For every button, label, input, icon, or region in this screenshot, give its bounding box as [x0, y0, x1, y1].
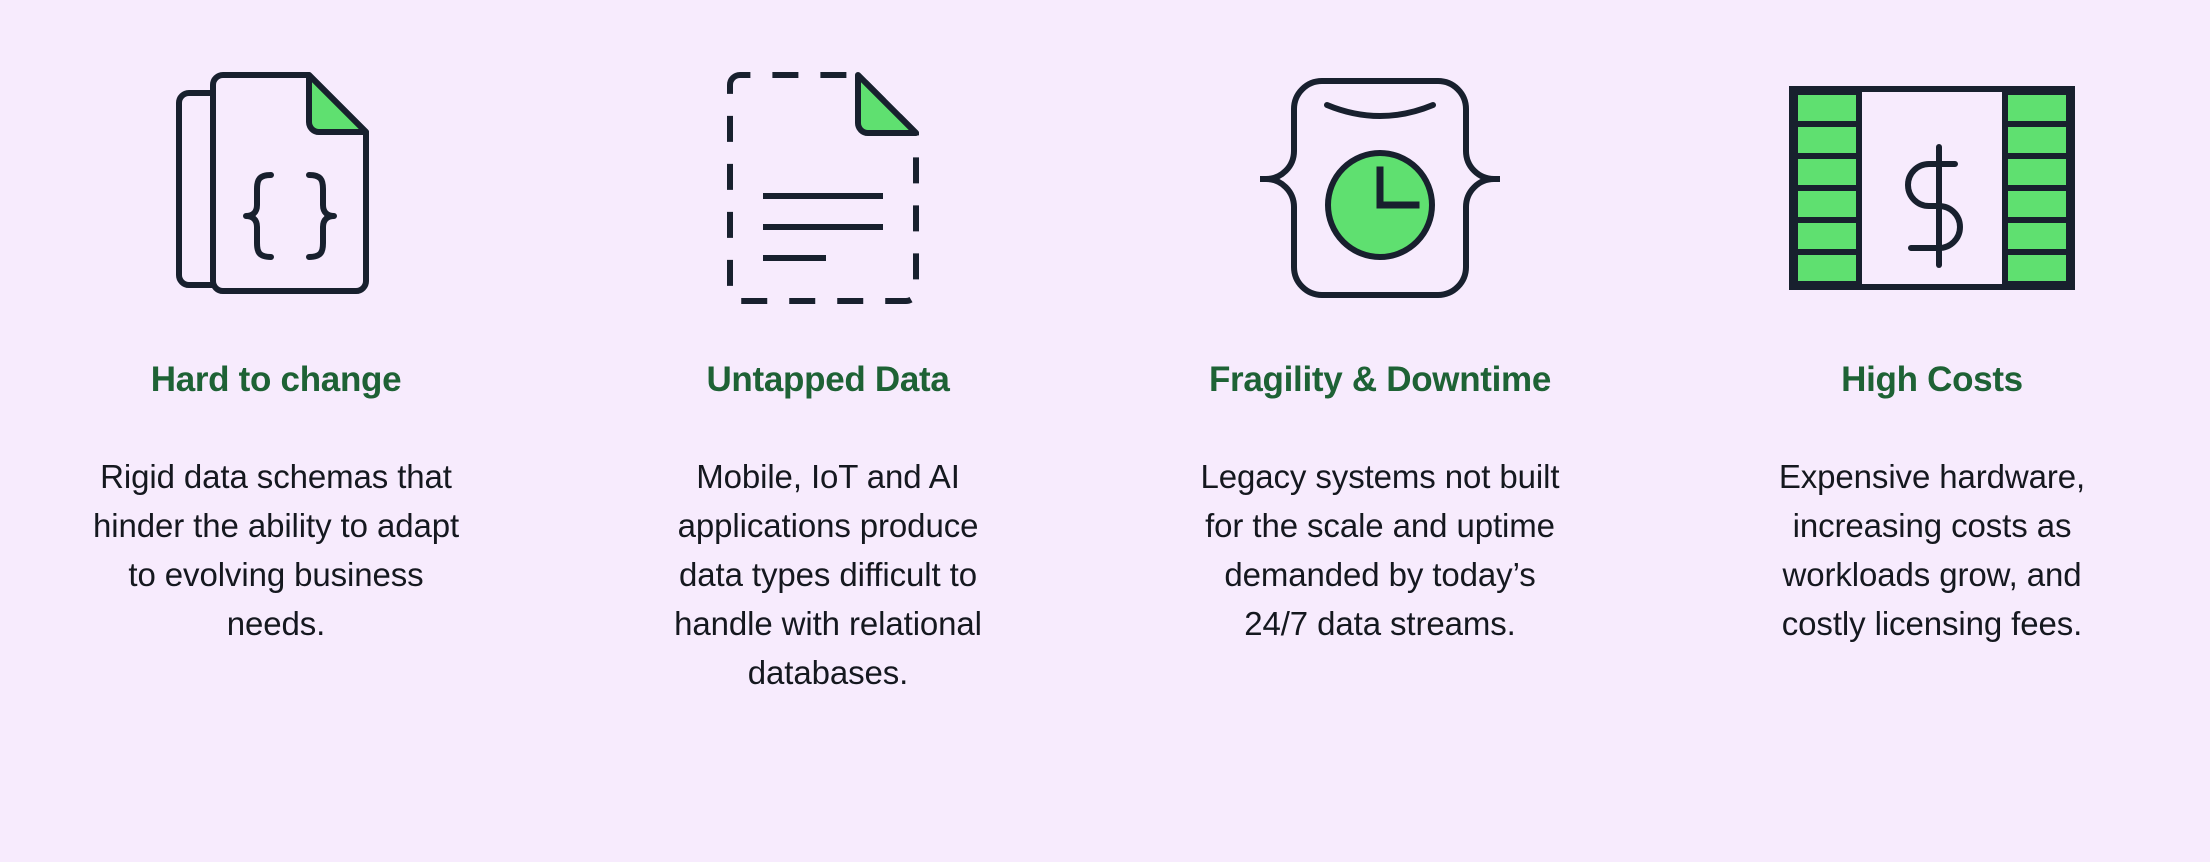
feature-column-high-costs: High Costs Expensive hardware, increasin…	[1656, 0, 2208, 862]
column-title: Fragility & Downtime	[1208, 360, 1552, 399]
column-title: Hard to change	[150, 360, 402, 399]
stacked-documents-braces-icon	[161, 63, 391, 313]
icon-slot	[552, 38, 1104, 338]
server-clock-icon	[1260, 63, 1500, 313]
column-body: Rigid data schemas that hinder the abili…	[92, 458, 460, 642]
money-rack-dollar-icon	[1787, 63, 2077, 313]
column-body: Mobile, IoT and AI applications produce …	[674, 458, 982, 691]
icon-slot	[1656, 38, 2208, 338]
icon-slot	[0, 38, 552, 338]
feature-column-hard-to-change: Hard to change Rigid data schemas that h…	[0, 0, 552, 862]
column-body: Expensive hardware, increasing costs as …	[1778, 458, 2086, 642]
column-title: High Costs	[1841, 360, 2023, 399]
column-body: Legacy systems not built for the scale a…	[1200, 458, 1560, 642]
dashed-document-lines-icon	[718, 63, 938, 313]
feature-column-untapped-data: Untapped Data Mobile, IoT and AI applica…	[552, 0, 1104, 862]
column-title: Untapped Data	[706, 360, 950, 399]
feature-column-fragility-downtime: Fragility & Downtime Legacy systems not …	[1104, 0, 1656, 862]
icon-slot	[1104, 38, 1656, 338]
